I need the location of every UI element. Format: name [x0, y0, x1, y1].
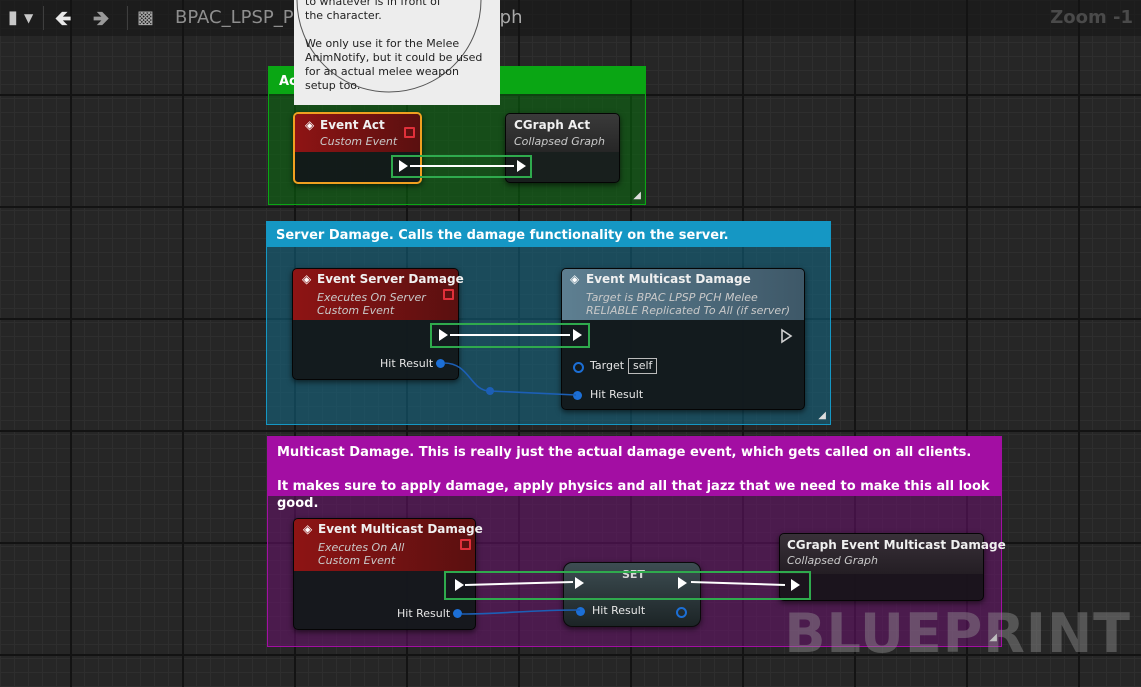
- event-icon: ◈: [570, 272, 580, 286]
- toolbar-divider: [127, 6, 128, 30]
- exec-out-pin[interactable]: [399, 160, 408, 172]
- resize-handle-icon[interactable]: ◢: [818, 410, 826, 421]
- node-title: Event Act: [320, 118, 385, 132]
- data-in-pin-hit-result[interactable]: [576, 607, 585, 616]
- event-icon: ◈: [302, 272, 312, 286]
- zoom-level: Zoom -1: [1050, 7, 1133, 28]
- pin-label-hit-result: Hit Result: [592, 604, 646, 617]
- node-subtitle: Executes On All: [318, 541, 405, 554]
- exec-wire[interactable]: [410, 165, 514, 167]
- exec-wire[interactable]: [450, 334, 570, 336]
- node-title: Event Multicast Damage: [318, 522, 483, 536]
- exec-in-pin-set[interactable]: [575, 577, 584, 589]
- tooltip-text: We only use it for the Melee AnimNotify,…: [305, 37, 483, 92]
- graph-toolbar: ▮ ▼ 🡸 🡺 ▩ BPAC_LPSP_PCH_Melee > Event Gr…: [0, 0, 1141, 36]
- comment-title-server-damage[interactable]: Server Damage. Calls the damage function…: [267, 222, 830, 247]
- data-in-pin-target[interactable]: [573, 362, 584, 373]
- node-subtitle: Collapsed Graph: [514, 135, 605, 148]
- event-icon: ◈: [303, 522, 313, 536]
- node-title: Event Server Damage: [317, 272, 464, 286]
- tooltip-text: the character.: [305, 9, 382, 22]
- node-subtitle: Custom Event: [318, 554, 396, 567]
- node-subtitle: Executes On Server: [317, 291, 426, 304]
- toolbar-divider: [43, 6, 44, 30]
- node-event-act[interactable]: ◈ Event Act Custom Event: [293, 112, 422, 184]
- exec-wire-highlight: [444, 571, 811, 600]
- node-title: CGraph Event Multicast Damage: [787, 538, 1006, 552]
- pin-label-hit-result: Hit Result: [590, 388, 644, 401]
- exec-out-pin[interactable]: [439, 329, 448, 341]
- delegate-pin-icon[interactable]: [460, 539, 471, 550]
- target-value-field[interactable]: self: [628, 358, 658, 374]
- pin-label-hit-result: Hit Result: [397, 607, 451, 620]
- data-out-pin-hit-result[interactable]: [676, 607, 687, 618]
- blueprint-watermark: BLUEPRINT: [784, 602, 1131, 665]
- event-icon: ◈: [305, 118, 315, 132]
- comment-line: Multicast Damage. This is really just th…: [277, 445, 972, 460]
- node-cgraph-event-multicast-damage[interactable]: CGraph Event Multicast Damage Collapsed …: [779, 533, 1006, 601]
- delegate-pin-icon[interactable]: [443, 289, 454, 300]
- pin-label-hit-result: Hit Result: [380, 357, 434, 370]
- node-subtitle: Target is BPAC LPSP PCH Melee: [586, 291, 758, 304]
- exec-wire-highlight: [391, 155, 532, 178]
- exec-out-pin[interactable]: [455, 579, 464, 591]
- bookmark-icon[interactable]: ▮: [8, 7, 18, 28]
- resize-handle-icon[interactable]: ◢: [633, 190, 641, 201]
- resize-handle-icon[interactable]: ◢: [989, 632, 997, 643]
- exec-in-pin-cgraph[interactable]: [791, 579, 800, 591]
- data-in-pin-hit-result[interactable]: [573, 391, 582, 400]
- tooltip-circle-decoration: [296, 0, 482, 93]
- comment-title-multicast-damage[interactable]: Multicast Damage. This is really just th…: [268, 437, 1001, 511]
- data-out-pin-hit-result[interactable]: [453, 609, 462, 618]
- data-out-pin-hit-result[interactable]: [436, 359, 445, 368]
- data-wire-hit-result[interactable]: [460, 598, 584, 622]
- node-title: Event Multicast Damage: [586, 272, 751, 286]
- delegate-pin-icon[interactable]: [404, 127, 415, 138]
- node-subtitle: Custom Event: [317, 304, 395, 317]
- node-subtitle: RELIABLE Replicated To All (if server): [586, 304, 791, 317]
- exec-in-pin[interactable]: [517, 160, 526, 172]
- node-subtitle: Collapsed Graph: [787, 554, 878, 567]
- comment-line: It makes sure to apply damage, apply phy…: [277, 479, 990, 511]
- back-arrow-icon[interactable]: 🡸: [55, 6, 72, 30]
- exec-wire[interactable]: [463, 576, 803, 594]
- forward-arrow-icon[interactable]: 🡺: [93, 6, 110, 30]
- comment-tooltip: to whatever is in front of the character…: [294, 0, 500, 105]
- exec-in-pin[interactable]: [573, 329, 582, 341]
- node-subtitle: Custom Event: [320, 135, 398, 148]
- node-title: CGraph Act: [514, 118, 591, 132]
- data-wire-hit-result[interactable]: [440, 355, 580, 405]
- node-call-multicast-damage[interactable]: ◈ Event Multicast Damage Target is BPAC …: [561, 268, 805, 410]
- exec-out-pin-outline[interactable]: [780, 328, 794, 344]
- chevron-down-icon[interactable]: ▼: [24, 11, 34, 25]
- blueprint-graph-icon: ▩: [137, 7, 155, 28]
- pin-label-target: Target: [590, 359, 625, 372]
- exec-out-pin-set[interactable]: [678, 577, 687, 589]
- exec-wire-highlight: [430, 323, 590, 348]
- tooltip-text: to whatever is in front of: [305, 0, 441, 8]
